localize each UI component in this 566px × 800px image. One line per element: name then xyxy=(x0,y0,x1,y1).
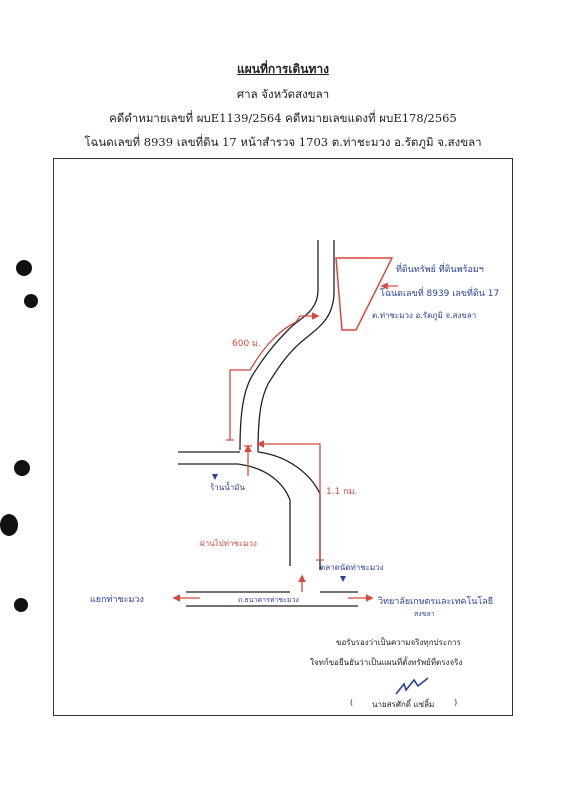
signer-paren-open: ( xyxy=(350,698,354,707)
signature-mark xyxy=(395,677,429,695)
binder-hole xyxy=(16,260,32,276)
property-details: โฉนดเลขที่ 8939 เลขที่ดิน 17 หน้าสำรวจ 1… xyxy=(84,135,482,149)
certification-line-2: ใจทก์ขอยืนยันว่าเป็นแผนที่ตั้งทรัพย์ที่ต… xyxy=(310,658,463,667)
map-title: แผนที่การเดินทาง xyxy=(237,62,329,76)
shop-marker xyxy=(212,474,218,480)
binder-hole xyxy=(14,460,30,476)
signer-paren-close: ) xyxy=(454,698,458,707)
court-name: ศาล จังหวัดสงขลา xyxy=(236,87,330,101)
binder-hole xyxy=(24,294,38,308)
direction-left-label: แยกท่าชะมวง xyxy=(90,595,144,605)
map-frame xyxy=(53,158,513,716)
route-arrow-mid xyxy=(256,440,321,560)
certification-line-1: ขอรับรองว่าเป็นความจริงทุกประการ xyxy=(336,638,461,647)
distance-top-label: 600 ม. xyxy=(232,339,261,349)
road-name-label: ถ.ธนาคารท่าชะมวง xyxy=(238,596,299,604)
case-numbers: คดีดำหมายเลขที่ ผบE1139/2564 คดีหมายเลขแ… xyxy=(109,111,457,125)
binder-hole xyxy=(0,514,18,536)
market-label: ตลาดนัดท่าชะมวง xyxy=(320,563,384,572)
main-road-right-edge xyxy=(257,240,335,453)
red-label-left: ผ่านไปท่าชะมวง xyxy=(200,539,257,548)
lower-road-right-edge xyxy=(257,451,321,570)
market-marker xyxy=(340,576,346,582)
land-label-line-2: โฉนดเลขที่ 8939 เลขที่ดิน 17 xyxy=(380,286,499,299)
lower-road-left-edge xyxy=(237,463,291,566)
land-label-line-3: ต.ท่าชะมวง อ.รัตภูมิ จ.สงขลา xyxy=(372,311,476,321)
direction-right-sub-label: สงขลา xyxy=(414,610,435,618)
land-label-line-1: ที่ดินทรัพย์ ที่ดินพร้อมฯ xyxy=(396,262,484,275)
distance-mid-label: 1.1 กม. xyxy=(326,487,357,497)
signer-name: นายสรศักดิ์ แซ่ลิ้ม xyxy=(372,700,435,709)
land-plot xyxy=(335,257,394,331)
direction-right-label: วิทยาลัยเกษตรและเทคโนโลยี xyxy=(378,596,493,607)
main-road-left-edge xyxy=(239,240,319,451)
shop-label: ร้านน้ำมัน xyxy=(210,481,245,492)
binder-hole xyxy=(14,598,28,612)
route-arrow-up-main xyxy=(229,312,320,440)
